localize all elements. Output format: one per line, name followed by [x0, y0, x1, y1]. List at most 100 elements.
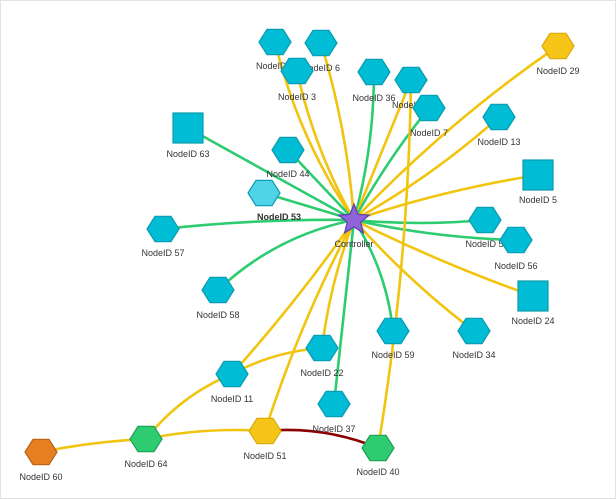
node-n37[interactable]: NodeID 37	[312, 390, 356, 434]
edge-controller-n37[interactable]	[332, 218, 356, 406]
node-n13[interactable]: NodeID 13	[477, 103, 521, 147]
hexagon-node-icon	[247, 179, 281, 207]
hexagon-node-icon	[305, 334, 339, 362]
node-n34[interactable]: NodeID 34	[452, 317, 496, 360]
node-label: NodeID 64	[124, 459, 167, 469]
edge-controller-n24[interactable]	[352, 218, 535, 298]
node-n4[interactable]: NodeID 4	[256, 28, 294, 71]
node-n36[interactable]: NodeID 36	[352, 58, 396, 103]
hexagon-node-icon	[280, 57, 314, 85]
node-n6[interactable]: NodeID 6	[302, 29, 340, 73]
hexagon-node-icon	[24, 438, 58, 466]
node-label: NodeID 24	[511, 316, 554, 326]
node-label: NodeID 13	[477, 137, 520, 147]
node-n3[interactable]: NodeID 3	[278, 57, 316, 102]
edge-n9-n40[interactable]	[376, 78, 413, 450]
node-n51[interactable]: NodeID 51	[243, 417, 287, 461]
hexagon-node-icon	[468, 206, 502, 234]
node-label: NodeID 34	[452, 350, 495, 360]
edge-controller-n29[interactable]	[352, 44, 560, 222]
edge-controller-n34[interactable]	[352, 218, 476, 333]
hexagon-node-icon	[129, 425, 163, 453]
node-label: NodeID 44	[266, 169, 309, 179]
hexagon-node-icon	[376, 317, 410, 345]
hexagon-node-icon	[304, 29, 338, 57]
node-label: NodeID 60	[19, 472, 62, 482]
node-n29[interactable]: NodeID 29	[536, 32, 580, 76]
node-label: NodeID 3	[278, 92, 316, 102]
hexagon-node-icon	[361, 434, 395, 462]
node-n58[interactable]: NodeID 58	[196, 276, 240, 320]
node-controller[interactable]: Controller	[334, 202, 374, 249]
edge-controller-n22[interactable]	[320, 218, 356, 350]
node-n9[interactable]: NodeID 9	[392, 66, 430, 110]
square-node-icon	[517, 280, 549, 312]
edge-controller-n56[interactable]	[352, 218, 518, 242]
node-n44[interactable]: NodeID 44	[266, 136, 310, 179]
edge-controller-n9[interactable]	[352, 78, 413, 222]
edge-controller-n63[interactable]	[186, 126, 356, 222]
node-label: NodeID 51	[243, 451, 286, 461]
node-label: NodeID 63	[166, 149, 209, 159]
edge-controller-n4[interactable]	[273, 40, 356, 222]
edge-controller-n13[interactable]	[352, 115, 501, 222]
node-n22[interactable]: NodeID 22	[300, 334, 344, 378]
square-node-icon	[172, 112, 204, 144]
edge-controller-n6[interactable]	[319, 41, 356, 222]
hexagon-node-icon	[357, 58, 391, 86]
node-label: NodeID 5	[519, 195, 557, 205]
node-label: NodeID 4	[256, 61, 294, 71]
node-n60[interactable]: NodeID 60	[19, 438, 63, 482]
node-label: NodeID 29	[536, 66, 579, 76]
node-n57[interactable]: NodeID 57	[141, 215, 185, 258]
node-label: NodeID 6	[302, 63, 340, 73]
node-label: NodeID 58	[196, 310, 239, 320]
node-n64[interactable]: NodeID 64	[124, 425, 168, 469]
nodes-layer: Controller NodeID 4 NodeID 6 NodeID 3 NodeID…	[19, 28, 580, 482]
node-n63[interactable]: NodeID 63	[166, 112, 210, 159]
edge-n64-n51[interactable]	[144, 428, 267, 441]
node-label: NodeID 11	[211, 394, 253, 404]
node-n50[interactable]: NodeID 50	[465, 206, 509, 249]
star-icon	[337, 202, 371, 235]
node-n40[interactable]: NodeID 40	[356, 434, 400, 477]
node-n5[interactable]: NodeID 5	[519, 159, 557, 205]
node-label: NodeID 22	[300, 368, 343, 378]
edge-controller-n36[interactable]	[352, 70, 376, 222]
edge-controller-n5[interactable]	[352, 173, 540, 222]
node-n7[interactable]: NodeID 7	[410, 94, 448, 138]
hexagon-node-icon	[482, 103, 516, 131]
edge-controller-n11[interactable]	[230, 218, 356, 376]
node-label: NodeID 59	[371, 350, 414, 360]
node-label: Controller	[334, 239, 373, 249]
node-label: NodeID 57	[141, 248, 184, 258]
node-n56[interactable]: NodeID 56	[494, 226, 538, 271]
edge-controller-n51[interactable]	[263, 218, 356, 433]
hexagon-node-icon	[258, 28, 292, 56]
edge-controller-n3[interactable]	[295, 69, 356, 222]
hexagon-node-icon	[499, 226, 533, 254]
node-label: NodeID 53	[257, 212, 301, 222]
hexagon-node-icon	[541, 32, 575, 60]
hexagon-node-icon	[201, 276, 235, 304]
hexagon-node-icon	[457, 317, 491, 345]
hexagon-node-icon	[248, 417, 282, 445]
edge-controller-n57[interactable]	[161, 218, 356, 231]
node-label: NodeID 37	[312, 424, 355, 434]
node-n24[interactable]: NodeID 24	[511, 280, 555, 326]
node-n59[interactable]: NodeID 59	[371, 317, 415, 360]
edge-controller-n50[interactable]	[352, 218, 487, 225]
node-n53[interactable]: NodeID 53	[247, 179, 301, 222]
hexagon-node-icon	[146, 215, 180, 243]
hexagon-node-icon	[412, 94, 446, 122]
node-label: NodeID 56	[494, 261, 537, 271]
square-node-icon	[522, 159, 554, 191]
node-label: NodeID 36	[352, 93, 395, 103]
edge-n64-n60[interactable]	[39, 437, 148, 454]
edge-controller-n58[interactable]	[216, 218, 356, 292]
node-label: NodeID 50	[465, 239, 508, 249]
node-n11[interactable]: NodeID 11	[211, 360, 253, 404]
edge-controller-n7[interactable]	[352, 106, 431, 222]
